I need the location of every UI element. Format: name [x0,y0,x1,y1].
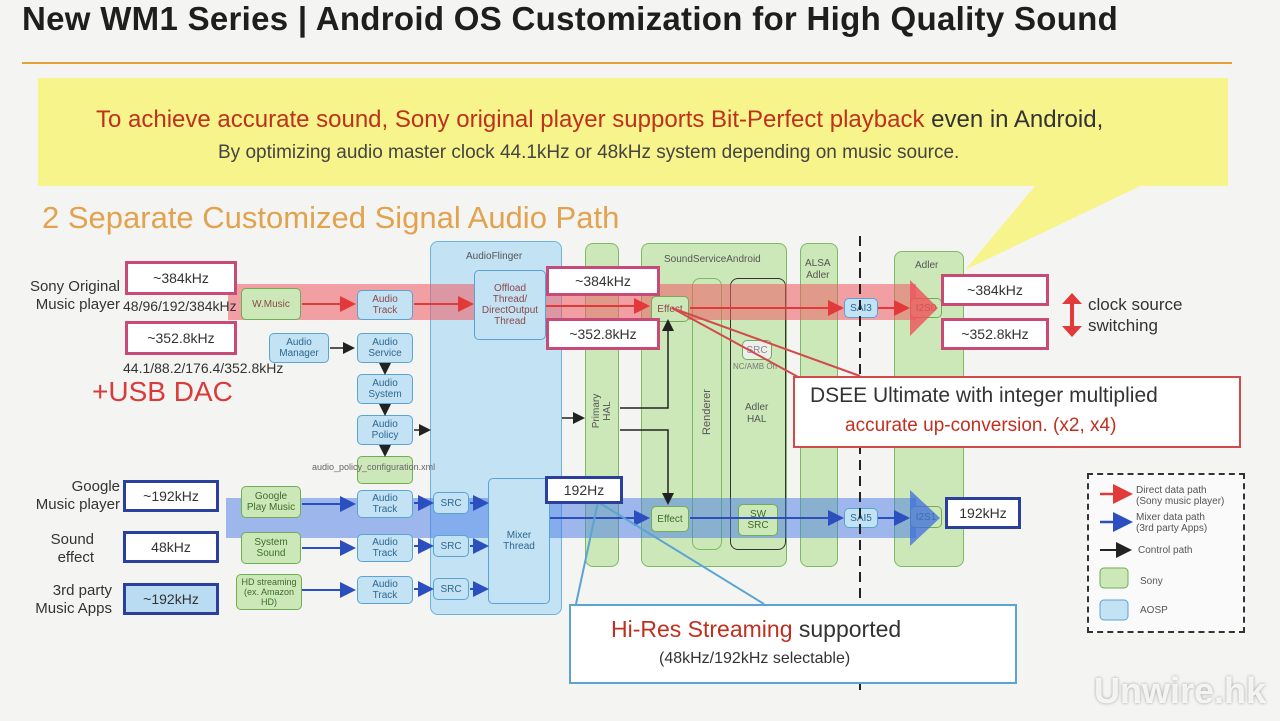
out-rate-384-box: ~384kHz [941,274,1049,306]
callout-line-1-rest: even in Android, [924,106,1104,133]
slide-title: New WM1 Series | Android OS Customizatio… [22,0,1119,37]
dsee-pointer-2 [671,307,861,377]
third-party-label: 3rd party Music Apps [35,582,112,617]
audio-manager-module: Audio Manager [269,333,329,363]
sony-rate-352-box: ~352.8kHz [125,321,237,355]
sound-effect-label: Sound effect [50,531,94,566]
audio-track-sony-module: Audio Track [357,290,413,320]
hires-note-line-2: (48kHz/192kHz selectable) [659,650,851,667]
hd-streaming-module: HD streaming (ex. Amazon HD) [236,574,302,610]
mixer-thread-module: Mixer Thread [488,478,550,604]
legend-sony-label: Sony [1140,576,1163,587]
clock-source-label: clock source switching [1088,295,1183,335]
nc-src-module: SRC [742,340,772,360]
audio-service-module: Audio Service [357,333,413,363]
hires-note-highlight: Hi-Res Streaming [611,616,793,642]
usb-dac-label: +USB DAC [92,376,233,407]
adler-title: Adler [915,260,939,271]
hires-note-line-1: Hi-Res Streaming supported [611,616,901,643]
offload-thread-module: Offload Thread/ DirectOutput Thread [474,270,546,340]
sony-rates-48-label: 48/96/192/384kHz [123,298,237,314]
sony-player-label: Sony Original Music player [29,278,120,313]
legend-aosp-swatch [1099,599,1129,621]
callout-line-1: To achieve accurate sound, Sony original… [96,106,1103,134]
audio-track-google-module: Audio Track [357,490,413,518]
legend-mixer-label: Mixer data path (3rd party Apps) [1136,512,1208,534]
red-path-head [910,280,938,336]
dsee-note-line-2: accurate up-conversion. (x2, x4) [845,415,1117,436]
title-rule [22,62,1232,64]
arrow-hal-effect-up [620,319,674,409]
af-rate-384-box: ~384kHz [546,266,660,296]
system-sound-module: System Sound [241,532,301,564]
third-party-rate-box: ~192kHz [123,583,219,615]
sound-effect-rate-box: 48kHz [123,531,219,563]
src-sound-module: SRC [433,535,469,557]
callout-line-1-highlight: To achieve accurate sound, Sony original… [96,106,925,133]
w-music-module: W.Music [241,288,301,320]
audio-track-third-module: Audio Track [357,576,413,604]
dsee-note-box [793,376,1241,448]
sony-rates-44-label: 44.1/88.2/176.4/352.8kHz [123,360,284,376]
af-rate-352-box: ~352.8kHz [546,318,660,350]
policy-config-label: audio_policy_configuration.xml [312,462,436,472]
callout-box [38,78,1228,186]
alsa-title: ALSA Adler [805,258,831,281]
out-rate-352-box: ~352.8kHz [941,318,1049,350]
legend-sony-swatch [1099,567,1129,589]
audio-system-module: Audio System [357,374,413,404]
policy-config-module [357,456,413,484]
legend-aosp-label: AOSP [1140,605,1168,616]
adler-hal-label: Adler HAL [745,402,769,425]
mid-rate-192-box: 192Hz [545,476,623,504]
hires-note-box [569,604,1017,684]
hires-note-rest: supported [792,616,902,642]
sw-src-module: SW SRC [738,504,778,536]
google-play-module: Google Play Music [241,486,301,518]
nc-amb-label: NC/AMB On [733,362,778,371]
hires-pointer-2 [597,501,765,605]
src-third-module: SRC [433,578,469,600]
clock-switch-down [1062,326,1082,337]
arrow-hal-effect-down [620,429,674,505]
callout-pointer [965,186,1140,270]
google-rate-box: ~192kHz [123,480,219,512]
audioflinger-title: AudioFlinger [466,251,523,262]
google-player-label: Google Music player [35,478,120,513]
clock-switch-up [1062,293,1082,304]
sony-rate-384-box: ~384kHz [125,261,237,295]
callout-line-2: By optimizing audio master clock 44.1kHz… [218,142,960,163]
effect-mixer-module: Effect [651,506,689,532]
audio-track-sound-module: Audio Track [357,534,413,562]
hires-pointer-1 [575,501,599,605]
dsee-note-line-1: DSEE Ultimate with integer multiplied [810,384,1158,407]
legend-control-label: Control path [1138,545,1193,556]
legend-direct-label: Direct data path (Sony music player) [1136,485,1225,507]
blue-path-head [910,490,940,546]
soundservice-title: SoundServiceAndroid [664,254,761,265]
watermark: Unwire.hk [1094,670,1267,711]
section-heading: 2 Separate Customized Signal Audio Path [42,200,620,235]
out-rate-192-box: 192kHz [945,497,1021,529]
